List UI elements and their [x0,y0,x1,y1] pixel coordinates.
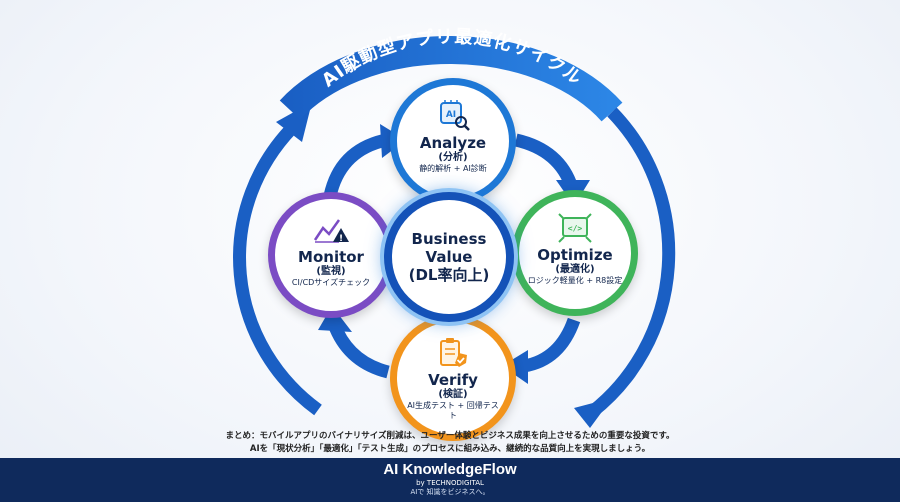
svg-text:AI: AI [446,110,456,120]
summary-line1: まとめ：モバイルアプリのバイナリサイズ削減は、ユーザー体験とビジネス成果を向上さ… [225,431,675,441]
optimize-title: Optimize [537,246,613,264]
node-verify: Verify (検証) AI生成テスト + 回帰テスト [390,315,516,441]
verify-title: Verify [428,371,478,389]
summary-text: まとめ：モバイルアプリのバイナリサイズ削減は、ユーザー体験とビジネス成果を向上さ… [0,430,900,456]
arrow-monitor-to-analyze [323,133,388,198]
monitor-desc: CI/CDサイズチェック [291,278,371,287]
svg-text:</>: </> [568,224,583,233]
outer-right-arrow [587,107,676,418]
analyze-jp: (分析) [438,152,468,163]
optimize-desc: ロジック軽量化 + R8設定 [527,276,623,285]
footer-bar: AI KnowledgeFlow by TECHNODIGITAL AIで 知識… [0,458,900,502]
footer-tagline: AIで 知識をビジネスへ。 [410,488,490,496]
arrow-optimize-to-verify [522,317,581,373]
optimize-jp: (最適化) [555,264,595,275]
clipboard-check-icon [435,336,471,370]
analyze-desc: 静的解析 + AI診断 [419,164,487,173]
code-window-icon: </> [557,211,593,245]
verify-jp: (検証) [438,389,468,400]
svg-text:!: ! [339,234,343,244]
chart-warning-icon: ! [311,213,351,247]
node-monitor: ! Monitor (監視) CI/CDサイズチェック [268,192,394,318]
footer-brand: AI KnowledgeFlow [383,461,517,478]
footer-by: by TECHNODIGITAL [416,479,484,487]
monitor-jp: (監視) [316,266,346,277]
node-analyze: AI Analyze (分析) 静的解析 + AI診断 [390,78,516,204]
monitor-title: Monitor [298,248,364,266]
ai-chip-magnifier-icon: AI [435,99,471,133]
summary-line2: AIを「現状分析」「最適化」「テスト生成」のプロセスに組み込み、継続的な品質向上… [249,444,651,454]
center-line3: (DL率向上) [408,266,490,284]
center-line2: Value [425,248,473,266]
center-line1: Business [411,230,487,248]
verify-desc: AI生成テスト + 回帰テスト [407,401,499,420]
outer-left-arrow [233,123,322,416]
node-optimize: </> Optimize (最適化) ロジック軽量化 + R8設定 [512,190,638,316]
outer-right-arrowhead [574,398,612,428]
center-business-value: Business Value (DL率向上) [384,192,514,322]
analyze-title: Analyze [419,134,487,152]
outer-top-band [279,36,623,122]
cycle-diagram: AI駆動型アプリ最適化サイクル AI Analyze (分 [233,36,676,441]
